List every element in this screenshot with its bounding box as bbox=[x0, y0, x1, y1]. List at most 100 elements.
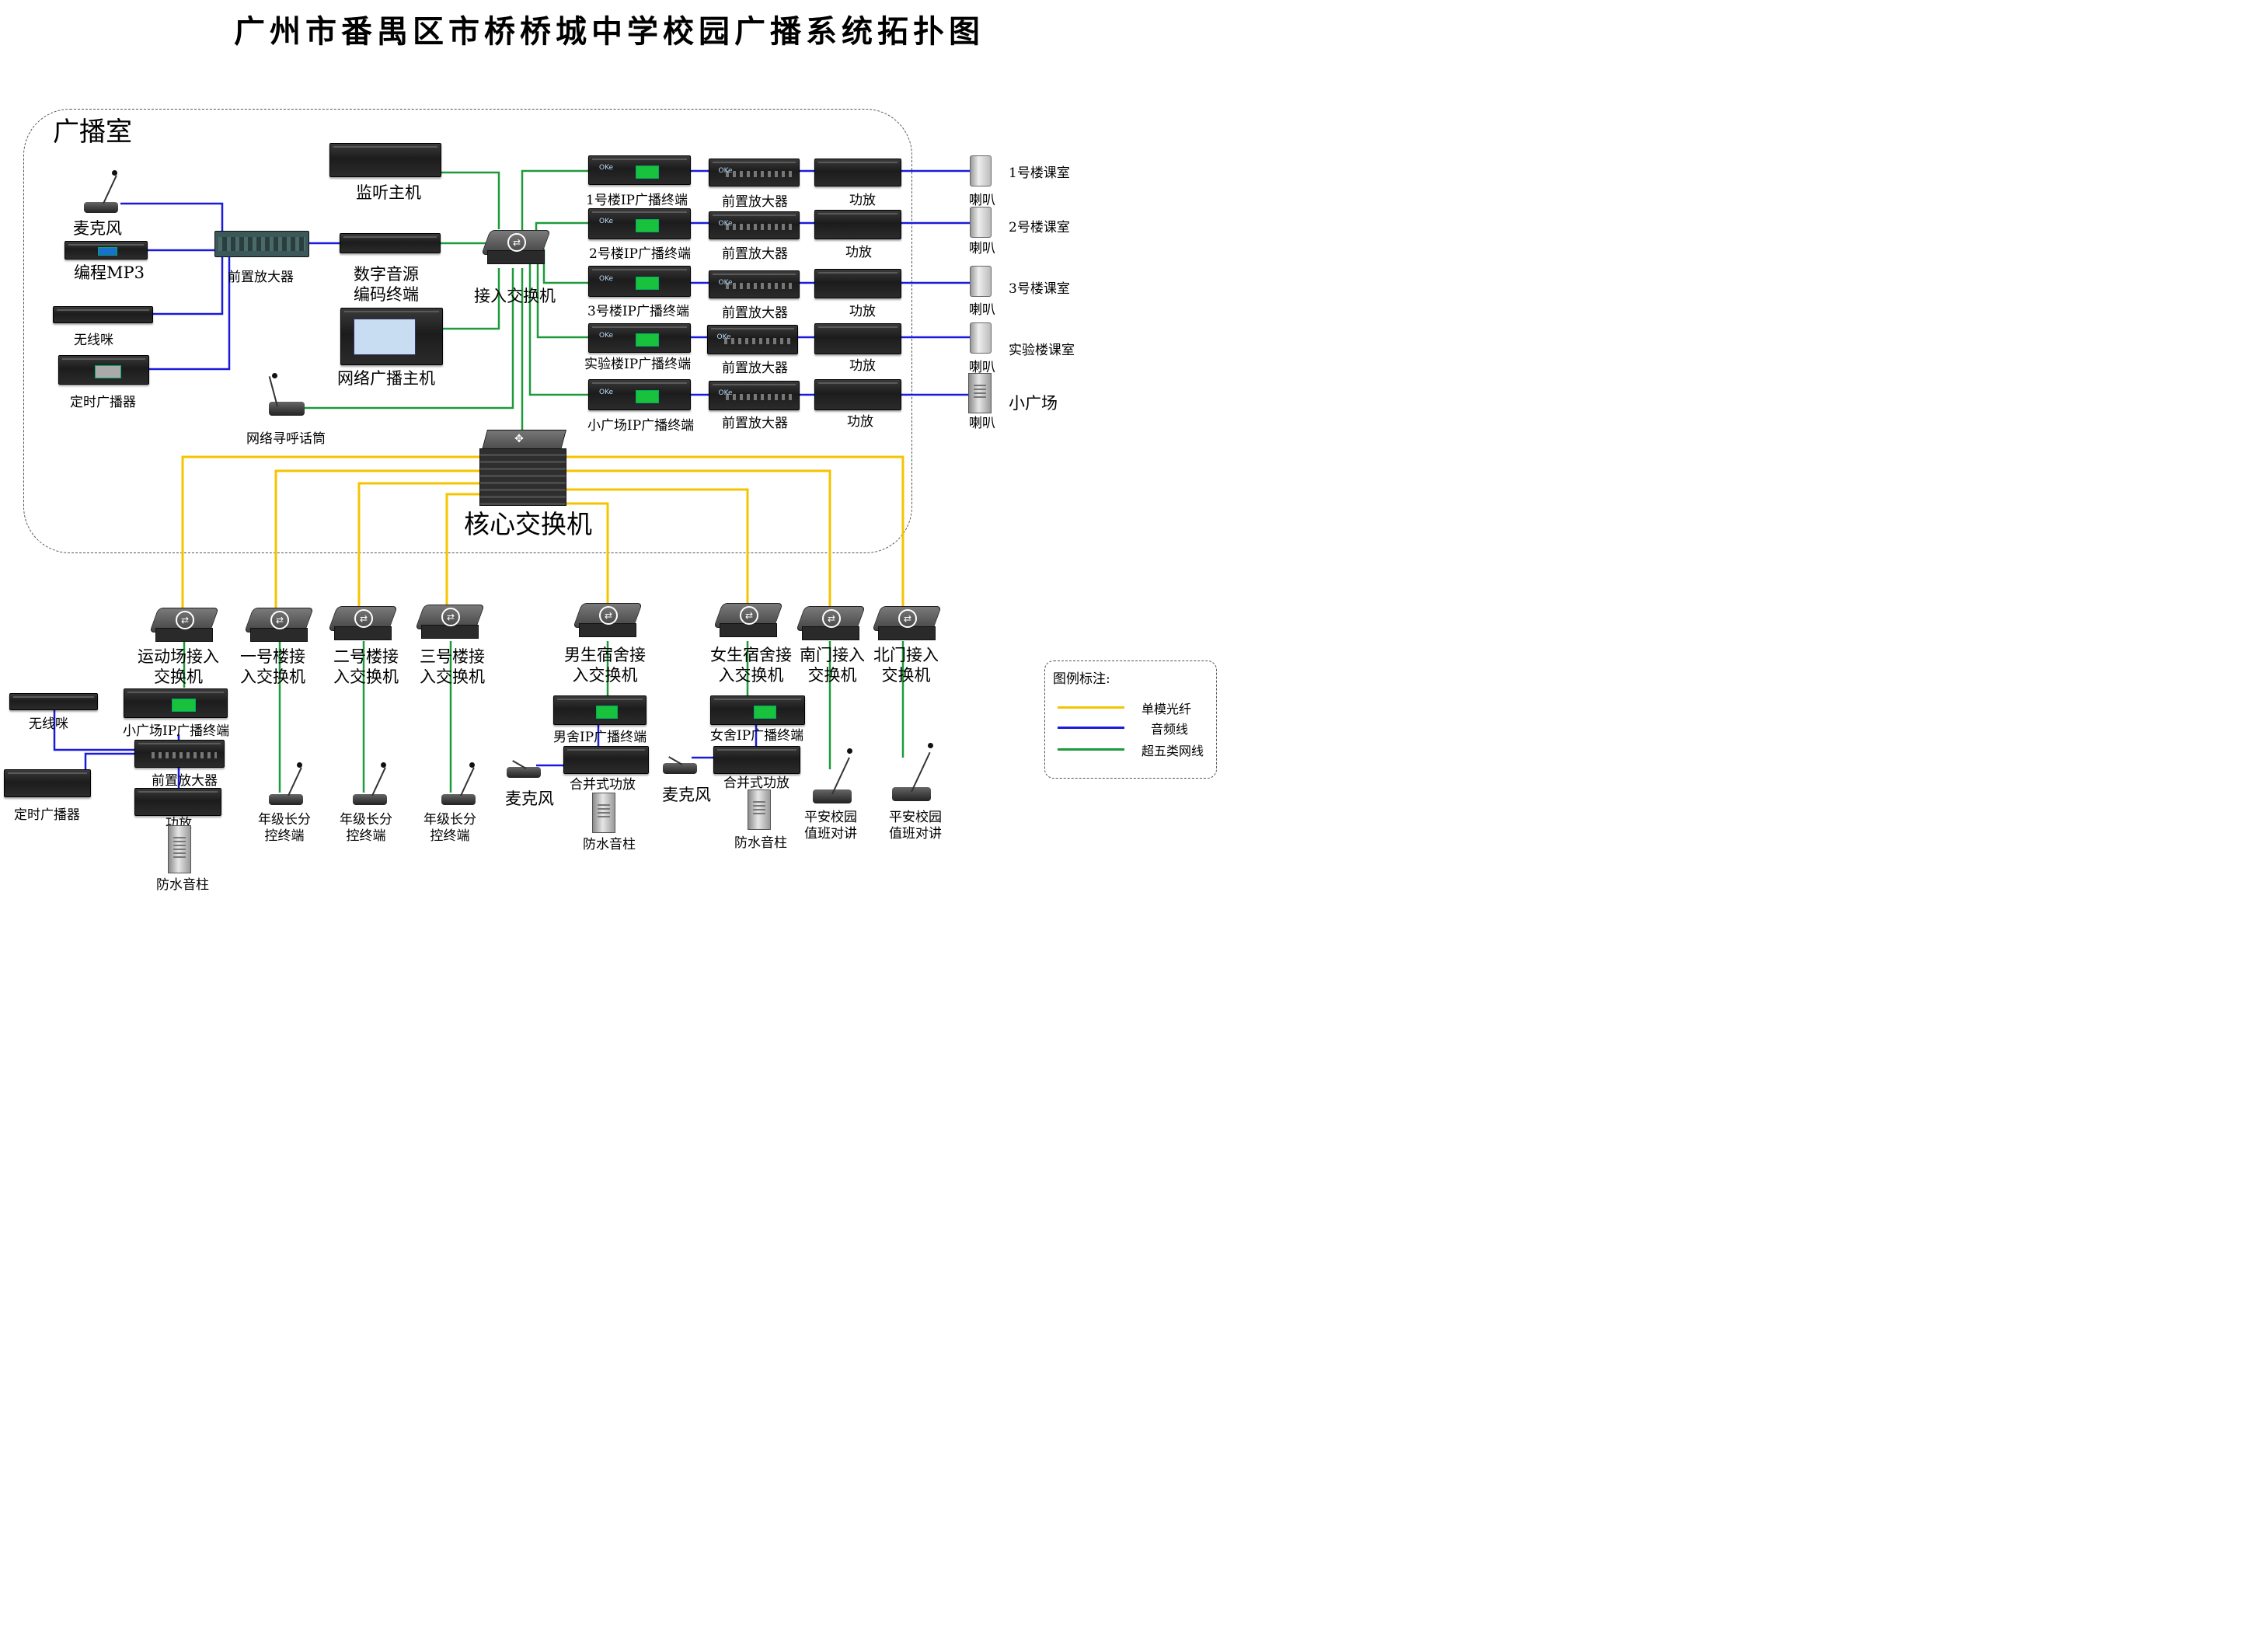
fiber-lines bbox=[181, 455, 904, 614]
terminal-label: 3号楼IP广播终端 bbox=[587, 304, 689, 319]
switch-label: 二号楼接 入交换机 bbox=[333, 647, 399, 686]
timer-broadcaster-device bbox=[58, 355, 149, 385]
audio-lines bbox=[53, 169, 970, 789]
core-switch-label: 核心交换机 bbox=[464, 509, 592, 539]
intercom-mic-icon bbox=[892, 742, 933, 801]
combined-amp-label: 合并式功放 bbox=[723, 775, 789, 791]
destination-label: 小广场 bbox=[1009, 394, 1058, 413]
access-switch-icon: ⇄ bbox=[573, 603, 643, 639]
wireless-mic-receiver bbox=[53, 306, 153, 323]
amp-device bbox=[814, 159, 901, 186]
column-label: 防水音柱 bbox=[156, 877, 209, 893]
broadcast-room-label: 广播室 bbox=[53, 117, 132, 148]
speaker-icon bbox=[970, 155, 992, 186]
monitor-host-label: 监听主机 bbox=[356, 183, 421, 202]
amp-label: 功放 bbox=[845, 245, 872, 260]
terminal-device: OKe bbox=[588, 266, 691, 297]
legend-label: 单模光纤 bbox=[1141, 702, 1192, 716]
terminal-label: 1号楼IP广播终端 bbox=[586, 193, 688, 208]
network-host-label: 网络广播主机 bbox=[337, 369, 435, 388]
access-switch-icon: ⇄ bbox=[244, 608, 314, 643]
column-speaker-icon bbox=[168, 825, 191, 873]
speaker-label: 喇叭 bbox=[969, 241, 995, 256]
column-speaker-icon bbox=[968, 373, 992, 413]
microphone-icon bbox=[663, 746, 697, 774]
amp-label: 功放 bbox=[849, 358, 876, 374]
terminal-label: 小广场IP广播终端 bbox=[587, 418, 695, 434]
amp-label: 功放 bbox=[849, 304, 876, 319]
amp-label: 功放 bbox=[849, 193, 876, 208]
wireless-mic-label: 无线咪 bbox=[74, 333, 113, 348]
access-switch-icon: ⇄ bbox=[713, 603, 783, 639]
timer-label: 定时广播器 bbox=[70, 395, 136, 410]
switch-label: 一号楼接 入交换机 bbox=[240, 647, 305, 686]
switch-label: 男生宿舍接 入交换机 bbox=[564, 646, 646, 685]
speaker-icon bbox=[970, 266, 992, 297]
connection-wires bbox=[53, 169, 970, 793]
access-switch-icon: ⇄ bbox=[415, 605, 485, 640]
mic-label: 麦克风 bbox=[73, 219, 122, 238]
terminal-device: OKe bbox=[588, 323, 691, 353]
preamp-device: OKe bbox=[709, 270, 800, 298]
mic-label: 麦克风 bbox=[662, 786, 711, 804]
main-preamp-label: 前置放大器 bbox=[228, 270, 294, 285]
preamp-device bbox=[134, 740, 225, 768]
diagram-title: 广州市番禺区市桥桥城中学校园广播系统拓扑图 bbox=[234, 14, 985, 50]
encoder-label: 数字音源 编码终端 bbox=[354, 265, 419, 304]
terminal-device bbox=[124, 688, 228, 718]
amp-device bbox=[134, 788, 221, 816]
speaker-label: 喇叭 bbox=[969, 416, 995, 431]
male-terminal-label: 男舍IP广播终端 bbox=[553, 730, 647, 745]
terminal-label: 2号楼IP广播终端 bbox=[589, 246, 691, 262]
amp-label: 功放 bbox=[847, 414, 873, 430]
combined-amp-device bbox=[713, 746, 800, 774]
access-switch-icon: ⇄ bbox=[872, 606, 942, 642]
preamp-label: 前置放大器 bbox=[722, 194, 788, 210]
monitor-host-device bbox=[329, 143, 441, 177]
column-speaker-icon bbox=[748, 789, 771, 830]
switch-label: 三号楼接 入交换机 bbox=[420, 647, 485, 686]
amp-device bbox=[814, 323, 901, 354]
destination-label: 2号楼课室 bbox=[1009, 220, 1070, 235]
mic-label: 麦克风 bbox=[505, 789, 554, 808]
column-speaker-icon bbox=[592, 793, 615, 833]
amp-device bbox=[814, 379, 901, 410]
access-switch-icon: ⇄ bbox=[481, 230, 551, 266]
preamp-device: OKe bbox=[709, 381, 800, 410]
mp3-player-device bbox=[64, 241, 148, 260]
wireless-mic-label: 无线咪 bbox=[29, 716, 68, 732]
preamp-label: 前置放大器 bbox=[722, 361, 788, 376]
intercom-label: 平安校园 值班对讲 bbox=[889, 810, 942, 842]
main-preamp-device bbox=[214, 231, 309, 257]
grade-control-mic-icon bbox=[441, 762, 476, 805]
speaker-icon bbox=[970, 207, 992, 238]
plaza-terminal-label: 小广场IP广播终端 bbox=[123, 723, 230, 739]
paging-mic-label: 网络寻呼话筒 bbox=[246, 431, 326, 447]
destination-label: 3号楼课室 bbox=[1009, 281, 1070, 297]
grade-control-label: 年级长分 控终端 bbox=[258, 812, 311, 844]
preamp-device: OKe bbox=[709, 211, 800, 239]
encoder-device bbox=[340, 233, 441, 253]
speaker-icon bbox=[970, 322, 992, 354]
terminal-device: OKe bbox=[588, 155, 691, 185]
grade-control-label: 年级长分 控终端 bbox=[423, 812, 476, 844]
microphone-icon bbox=[507, 750, 541, 778]
legend-label: 超五类网线 bbox=[1141, 744, 1204, 758]
terminal-device bbox=[710, 695, 805, 725]
preamp-label: 前置放大器 bbox=[152, 773, 218, 789]
terminal-device: OKe bbox=[588, 208, 691, 239]
terminal-device bbox=[553, 695, 647, 725]
amp-device bbox=[814, 269, 901, 298]
grade-control-mic-icon bbox=[269, 762, 303, 805]
combined-amp-label: 合并式功放 bbox=[570, 777, 636, 793]
legend-item-fiber: 单模光纤 bbox=[1058, 699, 1211, 717]
wireless-mic-receiver bbox=[9, 693, 98, 710]
legend: 图例标注: 单模光纤 音频线 超五类网线 bbox=[1044, 660, 1217, 779]
column-label: 防水音柱 bbox=[734, 835, 787, 851]
switch-label: 运动场接入 交换机 bbox=[138, 647, 219, 686]
access-switch-label: 接入交换机 bbox=[474, 287, 556, 305]
paging-mic-icon bbox=[268, 368, 305, 416]
legend-label: 音频线 bbox=[1151, 722, 1189, 737]
switch-label: 北门接入 交换机 bbox=[873, 646, 939, 685]
amp-device bbox=[814, 210, 901, 239]
